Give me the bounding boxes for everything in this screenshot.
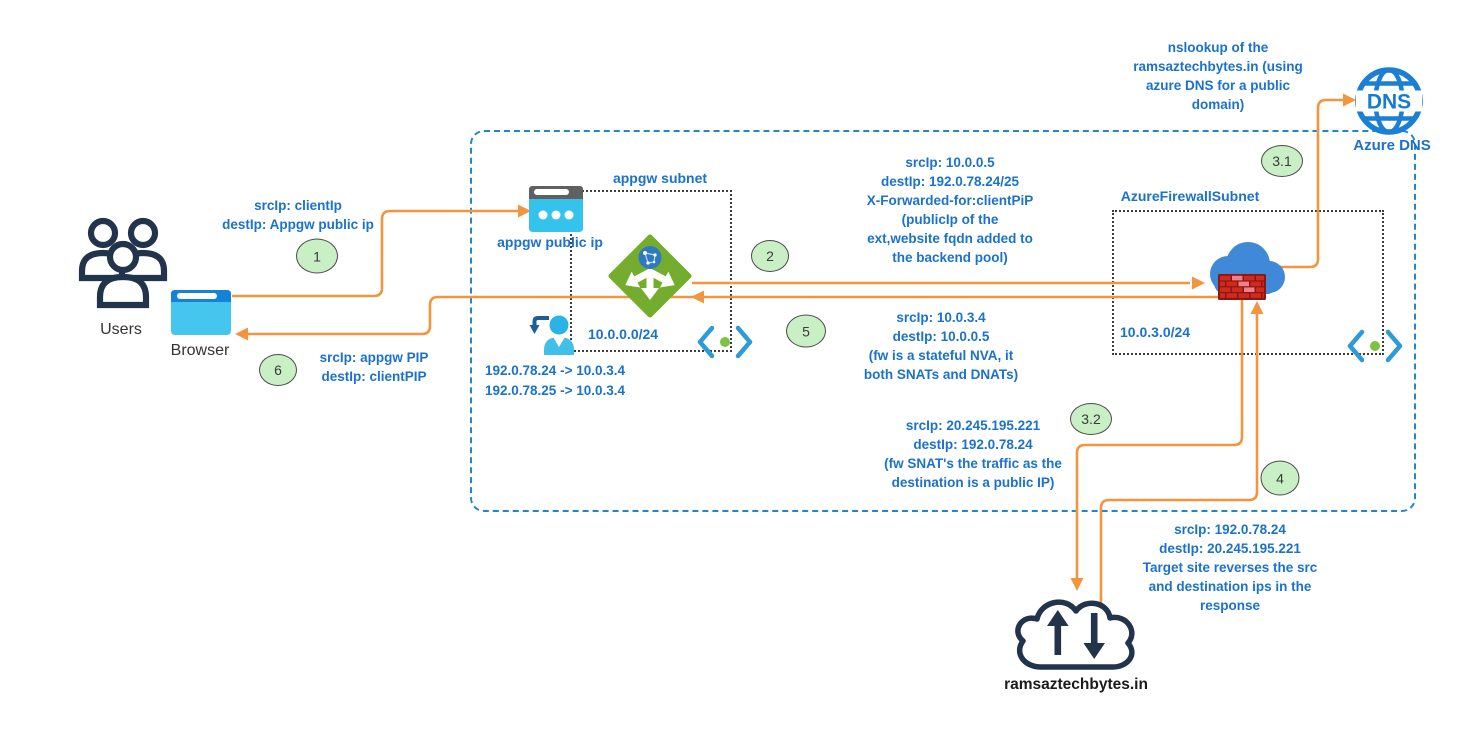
browser-icon <box>171 290 231 335</box>
step-badge-5: 5 <box>786 314 826 348</box>
flow-5-6-line <box>248 295 1220 336</box>
azure-dns-icon: DNS <box>1355 67 1423 135</box>
step-badge-3-1: 3.1 <box>1261 145 1303 177</box>
appgw-subnet-box <box>570 190 732 352</box>
flow-3-1-line <box>1280 98 1343 269</box>
app-gateway-icon <box>608 234 692 318</box>
flow-6-arrowhead <box>235 327 248 341</box>
firewall-subnet-label: AzureFirewallSubnet <box>1120 188 1260 204</box>
vnet-icon-firewall <box>1347 329 1403 363</box>
flow-6-annotation: srcIp: appgw PIP destIp: clientPIP <box>319 350 429 384</box>
azure-dns-label: Azure DNS <box>1353 137 1431 154</box>
flow-3-2-line <box>1075 300 1244 578</box>
browser-label: Browser <box>170 342 230 359</box>
external-site-cloud-icon <box>1015 599 1135 670</box>
flow-3-2-arrowhead <box>1070 578 1084 591</box>
nat-mappings-text: 192.0.78.24 -> 10.0.3.4 192.0.78.25 -> 1… <box>485 363 625 398</box>
flow-3-1-arrowhead <box>1343 93 1356 107</box>
firewall-subnet-cidr: 10.0.3.0/24 <box>1120 324 1191 340</box>
snat-person-icon <box>529 315 574 355</box>
step-badge-1: 1 <box>296 238 338 274</box>
step-badge-4: 4 <box>1260 460 1300 496</box>
vnet-boundary-box <box>470 130 1416 512</box>
external-site-label: ramsaztechbytes.in <box>1004 676 1148 693</box>
dns-icon-text: DNS <box>1367 91 1411 114</box>
azure-firewall-icon <box>1210 242 1285 300</box>
flow-1-line <box>232 209 518 298</box>
appgw-public-ip-label: appgw public ip <box>497 234 603 250</box>
flow-1-arrowhead <box>518 204 531 218</box>
step-badge-2: 2 <box>751 240 789 272</box>
users-icon <box>78 217 168 309</box>
flow-4-line <box>1099 314 1259 606</box>
flow-2-arrowhead <box>1192 276 1205 290</box>
flow-5-annotation: srcIp: 10.0.3.4 destIp: 10.0.0.5 (fw is … <box>863 310 1019 382</box>
appgw-subnet-cidr: 10.0.0.0/24 <box>588 326 659 342</box>
flow-3-1-annotation: nslookup of the ramsaztechbytes.in (usin… <box>1133 40 1303 112</box>
users-label: Users <box>100 321 142 338</box>
appgw-public-ip-icon <box>529 186 583 232</box>
flow-5-arrowhead <box>691 290 704 304</box>
flow-1-annotation: srcIp: clientIp destIp: Appgw public ip <box>222 198 374 232</box>
step-badge-3-2: 3.2 <box>1070 403 1112 435</box>
appgw-subnet-label: appgw subnet <box>612 170 708 186</box>
flow-2-annotation: srcIp: 10.0.0.5 destIp: 192.0.78.24/25 X… <box>866 155 1034 265</box>
flow-3-2-annotation: srcIp: 20.245.195.221 destIp: 192.0.78.2… <box>884 418 1062 490</box>
vnet-icon-appgw <box>697 325 753 359</box>
step-badge-6: 6 <box>259 354 297 386</box>
flow-4-annotation: srcIp: 192.0.78.24 destIp: 20.245.195.22… <box>1142 522 1318 613</box>
flow-4-arrowhead <box>1250 301 1264 314</box>
